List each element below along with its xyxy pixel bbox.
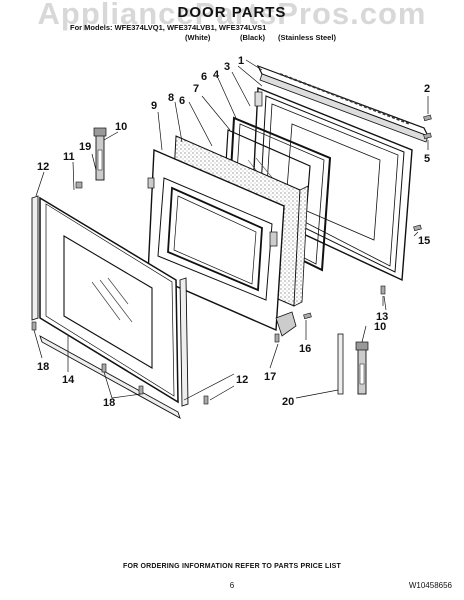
callout-labels: 1 2 3 4 5 6 6 7 8 9 10 10 11 12 12 13 14… [37,55,430,409]
door-hinge-right [355,341,369,395]
callout-8: 8 [168,92,174,104]
callout-14: 14 [62,374,75,386]
page-title: DOOR PARTS [177,4,287,21]
callout-17: 17 [264,371,276,383]
document-number: W10458656 [408,581,452,590]
callout-7: 7 [193,83,199,95]
callout-6a: 6 [201,71,207,83]
callout-12b: 12 [236,374,248,386]
outer-door-panel [39,196,179,404]
side-trim-left [31,195,39,321]
door-hinge-left [93,127,107,181]
callout-6b: 6 [179,95,185,107]
callout-2: 2 [424,83,430,95]
screw-icons [31,114,432,405]
callout-10a: 10 [115,121,127,133]
finish-black: (Black) [240,33,266,42]
callout-12a: 12 [37,161,49,173]
callout-20: 20 [282,396,294,408]
callout-19: 19 [79,141,91,153]
top-vent-trim [256,64,430,143]
callout-18b: 18 [103,397,115,409]
callout-15: 15 [418,235,430,247]
callout-1: 1 [238,55,244,67]
hinge-receptacle [337,333,344,395]
callout-18a: 18 [37,361,49,373]
callout-10b: 10 [374,321,386,333]
callout-4: 4 [213,69,220,81]
callout-13: 13 [376,311,388,323]
side-trim-right [179,277,189,407]
callout-11: 11 [63,151,75,163]
page-number: 6 [229,581,235,590]
callout-5: 5 [424,153,430,165]
model-list: For Models: WFE374LVQ1, WFE374LVB1, WFE3… [70,23,267,32]
inner-door-panel [251,86,413,282]
ordering-note: FOR ORDERING INFORMATION REFER TO PARTS … [122,563,342,570]
callout-16: 16 [299,343,311,355]
leader-lines [33,59,429,401]
finish-stainless: (Stainless Steel) [278,33,336,42]
bottom-trim [39,335,181,419]
callout-3: 3 [224,61,230,73]
watermark-text: AppliancePartsPros.com [37,0,427,31]
callout-9: 9 [151,100,157,112]
finish-white: (White) [185,33,211,42]
